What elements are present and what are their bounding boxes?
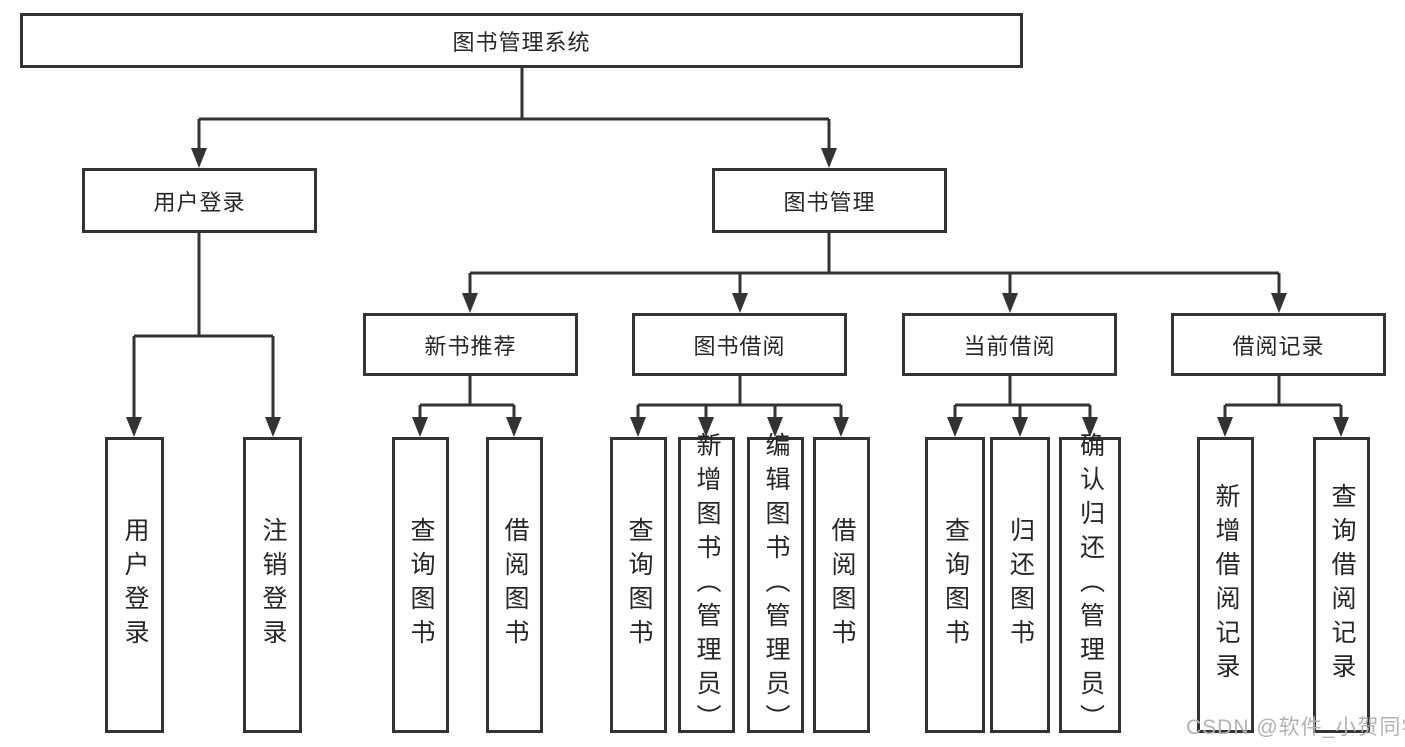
- connector-bb-to-leaves: [636, 376, 843, 419]
- leaf-bb-borrow-books: 借阅图书: [813, 437, 870, 733]
- arrowhead-leaf-br-add: [1217, 417, 1233, 437]
- leaf-br-query-record-label: 查询借阅记录: [1328, 483, 1356, 687]
- leaf-nbr-query-books-label: 查询图书: [407, 517, 435, 653]
- leaf-cb-confirm-return-admin: 确认归还（管理员）: [1059, 432, 1121, 738]
- connector-userlogin-to-leaves: [132, 233, 275, 419]
- leaf-nbr-borrow-books: 借阅图书: [486, 437, 543, 733]
- arrowhead-borrowing-records: [1271, 293, 1287, 313]
- connector-cb-to-leaves: [953, 376, 1092, 419]
- arrowhead-current-borrowing: [1002, 293, 1018, 313]
- node-book-management-label: 图书管理: [783, 189, 876, 215]
- arrowhead-user-login: [191, 148, 207, 168]
- arrowhead-leaf-nbr-query: [412, 417, 428, 437]
- node-new-book-recommend: 新书推荐: [363, 313, 578, 376]
- node-current-borrowing-label: 当前借阅: [963, 333, 1056, 359]
- leaf-user-login-label: 用户登录: [121, 517, 149, 653]
- leaf-bb-edit-books-admin-label: 编辑图书（管理员）: [762, 432, 790, 738]
- leaf-cb-query-books: 查询图书: [925, 437, 985, 733]
- arrowhead-book-borrowing: [732, 293, 748, 313]
- leaf-bb-add-books-admin-label: 新增图书（管理员）: [693, 432, 721, 738]
- leaf-nbr-query-books: 查询图书: [392, 437, 449, 733]
- connector-br-to-leaves: [1223, 376, 1343, 419]
- leaf-br-add-record-label: 新增借阅记录: [1212, 483, 1240, 687]
- leaf-cb-return-books: 归还图书: [990, 437, 1050, 733]
- arrowhead-leaf-bb-add: [698, 417, 714, 437]
- arrowhead-leaf-bb-query: [630, 417, 646, 437]
- node-root-label: 图书管理系统: [452, 29, 591, 55]
- arrowhead-leaf-cb-confirm: [1082, 417, 1098, 437]
- arrowhead-leaf-cb-query: [947, 417, 963, 437]
- node-book-borrowing: 图书借阅: [632, 313, 847, 376]
- leaf-br-add-record: 新增借阅记录: [1197, 437, 1254, 733]
- node-borrowing-records-label: 借阅记录: [1232, 333, 1325, 359]
- leaf-bb-edit-books-admin: 编辑图书（管理员）: [747, 432, 804, 738]
- leaf-cb-return-books-label: 归还图书: [1006, 517, 1035, 653]
- connector-nbr-to-leaves: [418, 376, 516, 419]
- leaf-br-query-record: 查询借阅记录: [1313, 437, 1370, 733]
- leaf-bb-add-books-admin: 新增图书（管理员）: [678, 432, 735, 738]
- node-user-login: 用户登录: [82, 168, 317, 233]
- leaf-user-login: 用户登录: [105, 437, 164, 733]
- arrowhead-leaf-logout: [265, 417, 281, 437]
- leaf-bb-query-books: 查询图书: [610, 437, 667, 733]
- node-new-book-recommend-label: 新书推荐: [424, 333, 517, 359]
- arrowhead-leaf-cb-return: [1012, 417, 1028, 437]
- node-root: 图书管理系统: [20, 13, 1023, 68]
- arrowhead-leaf-bb-edit: [767, 417, 783, 437]
- leaf-nbr-borrow-books-label: 借阅图书: [501, 517, 529, 653]
- leaf-bb-query-books-label: 查询图书: [625, 517, 653, 653]
- arrowhead-book-management: [821, 148, 837, 168]
- arrowhead-new-book-recommend: [462, 293, 478, 313]
- node-current-borrowing: 当前借阅: [902, 313, 1117, 376]
- node-book-management: 图书管理: [712, 168, 947, 233]
- arrowhead-leaf-bb-borrow: [833, 417, 849, 437]
- connector-root-to-level2: [197, 68, 831, 150]
- leaf-bb-borrow-books-label: 借阅图书: [828, 517, 856, 653]
- leaf-cb-confirm-return-admin-label: 确认归还（管理员）: [1076, 432, 1105, 738]
- watermark: CSDN @软件_小贺同学: [1186, 716, 1405, 739]
- leaf-logout-label: 注销登录: [259, 517, 287, 653]
- arrowhead-leaf-user-login: [126, 417, 142, 437]
- leaf-cb-query-books-label: 查询图书: [941, 517, 970, 653]
- arrowhead-leaf-br-query: [1333, 417, 1349, 437]
- connector-bookmgmt-to-level3: [468, 233, 1281, 295]
- node-user-login-label: 用户登录: [153, 189, 246, 215]
- leaf-logout: 注销登录: [243, 437, 302, 733]
- arrowhead-leaf-nbr-borrow: [506, 417, 522, 437]
- node-borrowing-records: 借阅记录: [1171, 313, 1386, 376]
- node-book-borrowing-label: 图书借阅: [693, 333, 786, 359]
